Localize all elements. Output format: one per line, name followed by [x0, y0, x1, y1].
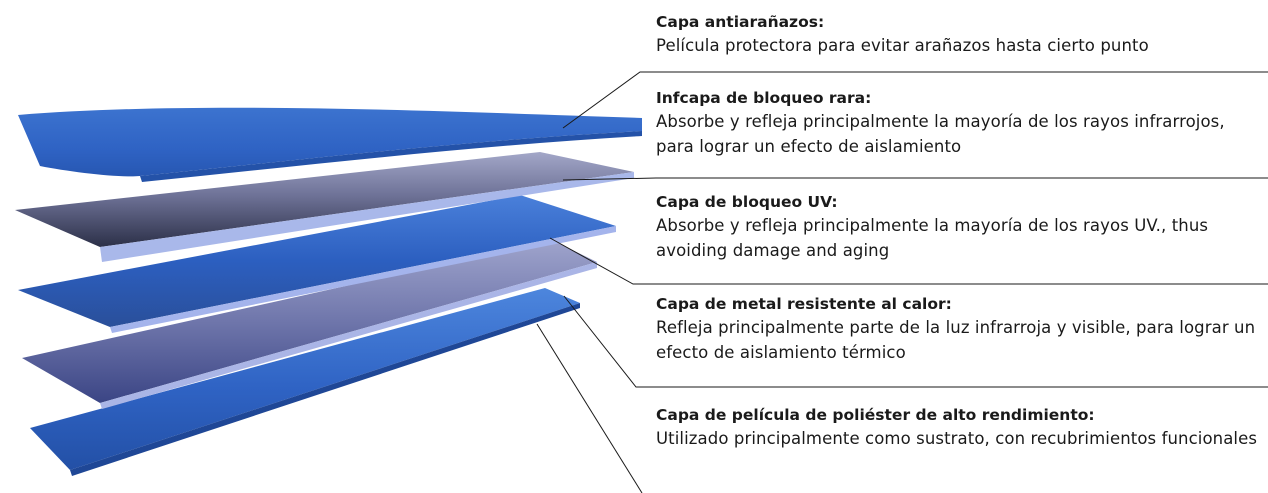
leader-line-anti-scratch	[562, 71, 1268, 129]
layer-description-anti-scratch: Capa antiarañazos: Película protectora p…	[656, 11, 1261, 58]
layer-text: Absorbe y refleja principalmente la mayo…	[656, 216, 1209, 260]
layer-description-polyester: Capa de película de poliéster de alto re…	[656, 404, 1261, 451]
film-layer-infrared	[15, 152, 634, 262]
film-layer-anti-scratch	[18, 107, 642, 182]
layer-title: Capa antiarañazos:	[656, 13, 825, 31]
film-layer-uv	[18, 195, 616, 333]
layer-description-infrared: Infcapa de bloqueo rara: Absorbe y refle…	[656, 87, 1261, 159]
layer-text: Utilizado principalmente como sustrato, …	[656, 429, 1258, 448]
layer-text: Absorbe y refleja principalmente la mayo…	[656, 112, 1225, 156]
leader-line-infrared	[562, 177, 1268, 181]
leader-lines	[536, 71, 1268, 493]
leader-line-metal	[563, 295, 1268, 388]
leader-line-uv	[549, 237, 1268, 285]
layer-title: Capa de bloqueo UV:	[656, 193, 838, 211]
layer-description-uv: Capa de bloqueo UV: Absorbe y refleja pr…	[656, 191, 1261, 263]
layer-title: Capa de película de poliéster de alto re…	[656, 406, 1095, 424]
layer-description-metal: Capa de metal resistente al calor: Refle…	[656, 293, 1261, 365]
leader-line-polyester	[536, 323, 643, 493]
layer-text: Refleja principalmente parte de la luz i…	[656, 318, 1256, 362]
layer-title: Capa de metal resistente al calor:	[656, 295, 952, 313]
layer-text: Película protectora para evitar arañazos…	[656, 36, 1149, 55]
layer-title: Infcapa de bloqueo rara:	[656, 89, 872, 107]
film-layer-polyester	[30, 288, 580, 476]
film-layer-metal	[22, 240, 597, 409]
